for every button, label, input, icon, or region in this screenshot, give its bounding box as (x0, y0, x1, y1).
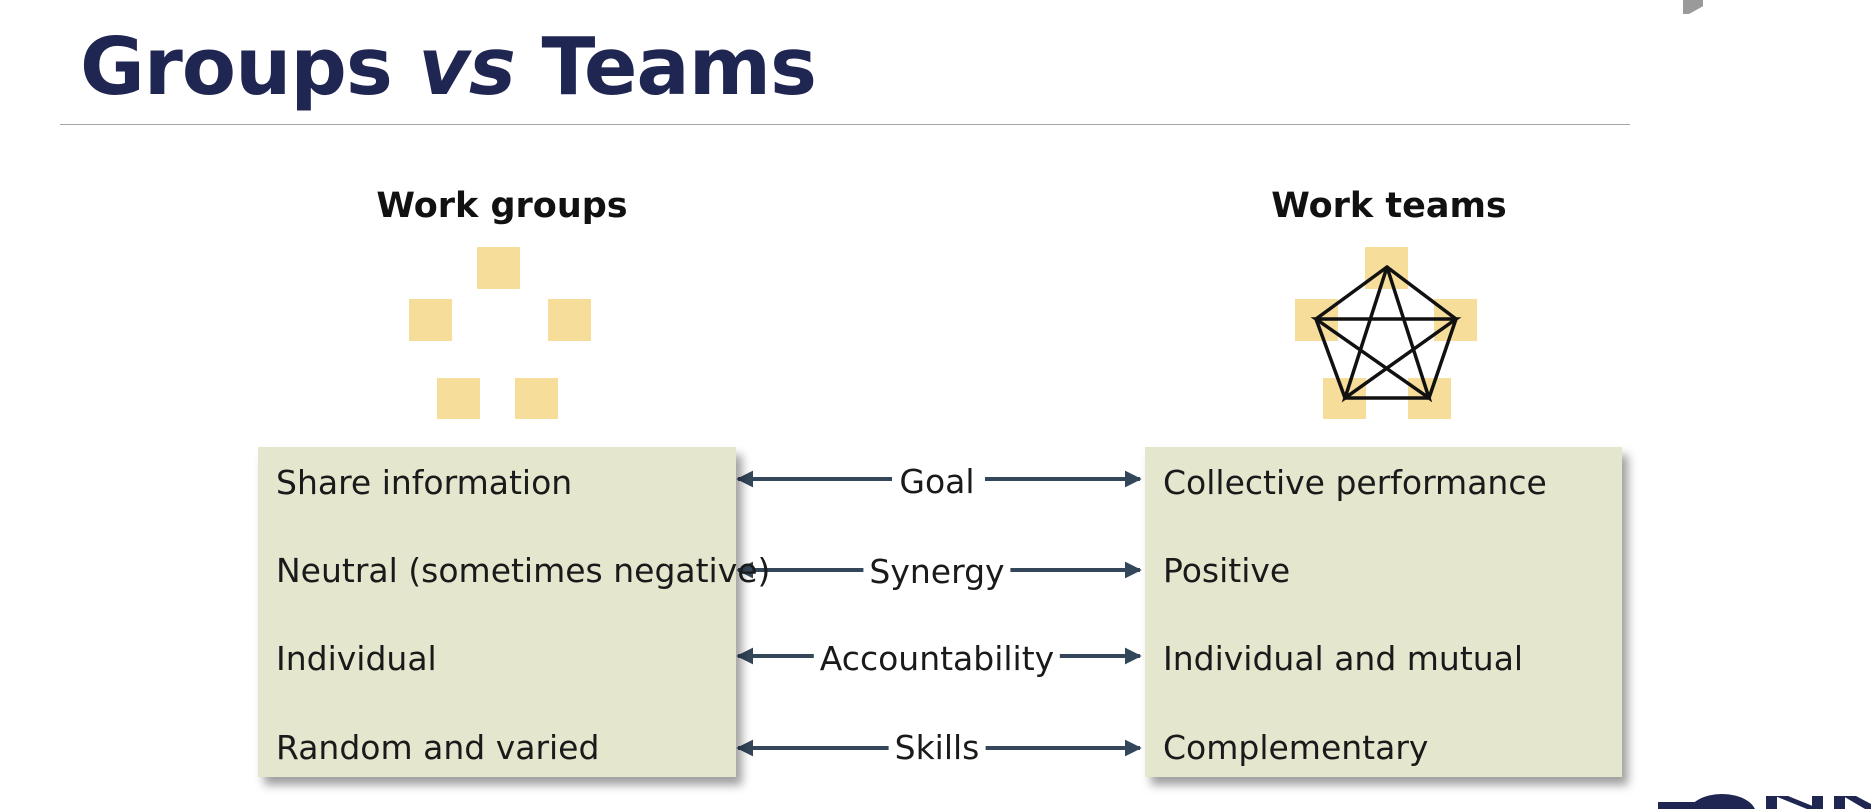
work-groups-heading: Work groups (376, 186, 628, 226)
dimension-label-accountability: Accountability (813, 639, 1061, 679)
title-word-groups: Groups (80, 21, 419, 113)
work-teams-goal-cell: Collective performance (1163, 463, 1547, 502)
group-square (548, 299, 591, 341)
group-square (437, 378, 480, 419)
work-groups-skills-cell: Random and varied (276, 728, 600, 767)
dimension-label-skills: Skills (888, 728, 986, 768)
work-groups-goal-cell: Share information (276, 463, 573, 502)
work-teams-heading: Work teams (1271, 186, 1507, 226)
group-square (409, 299, 452, 341)
title-divider (60, 124, 1630, 125)
scattered-squares-icon (409, 247, 591, 419)
pentagon-outline (1313, 264, 1459, 400)
work-teams-accountability-cell: Individual and mutual (1163, 639, 1524, 678)
title-word-vs: vs (418, 21, 516, 113)
work-teams-panel: Collective performance Positive Individu… (1145, 447, 1622, 777)
logo-fragment-shapes (1658, 794, 1871, 809)
logo-fragment-icon (1650, 790, 1871, 809)
slide-title: Groups vs Teams (80, 18, 817, 117)
connected-pentagon-icon (1295, 247, 1477, 419)
work-teams-synergy-cell: Positive (1163, 551, 1291, 590)
work-groups-synergy-cell: Neutral (sometimes negative) (276, 551, 771, 590)
group-square (515, 378, 558, 419)
dimension-label-synergy: Synergy (863, 552, 1011, 592)
work-groups-panel: Share information Neutral (sometimes neg… (258, 447, 770, 777)
work-groups-accountability-cell: Individual (276, 639, 437, 678)
dimension-label-goal: Goal (893, 462, 981, 502)
title-word-teams: Teams (514, 21, 817, 113)
work-teams-skills-cell: Complementary (1163, 728, 1429, 767)
group-square (477, 247, 520, 289)
pentagram-lines (1310, 266, 1462, 403)
